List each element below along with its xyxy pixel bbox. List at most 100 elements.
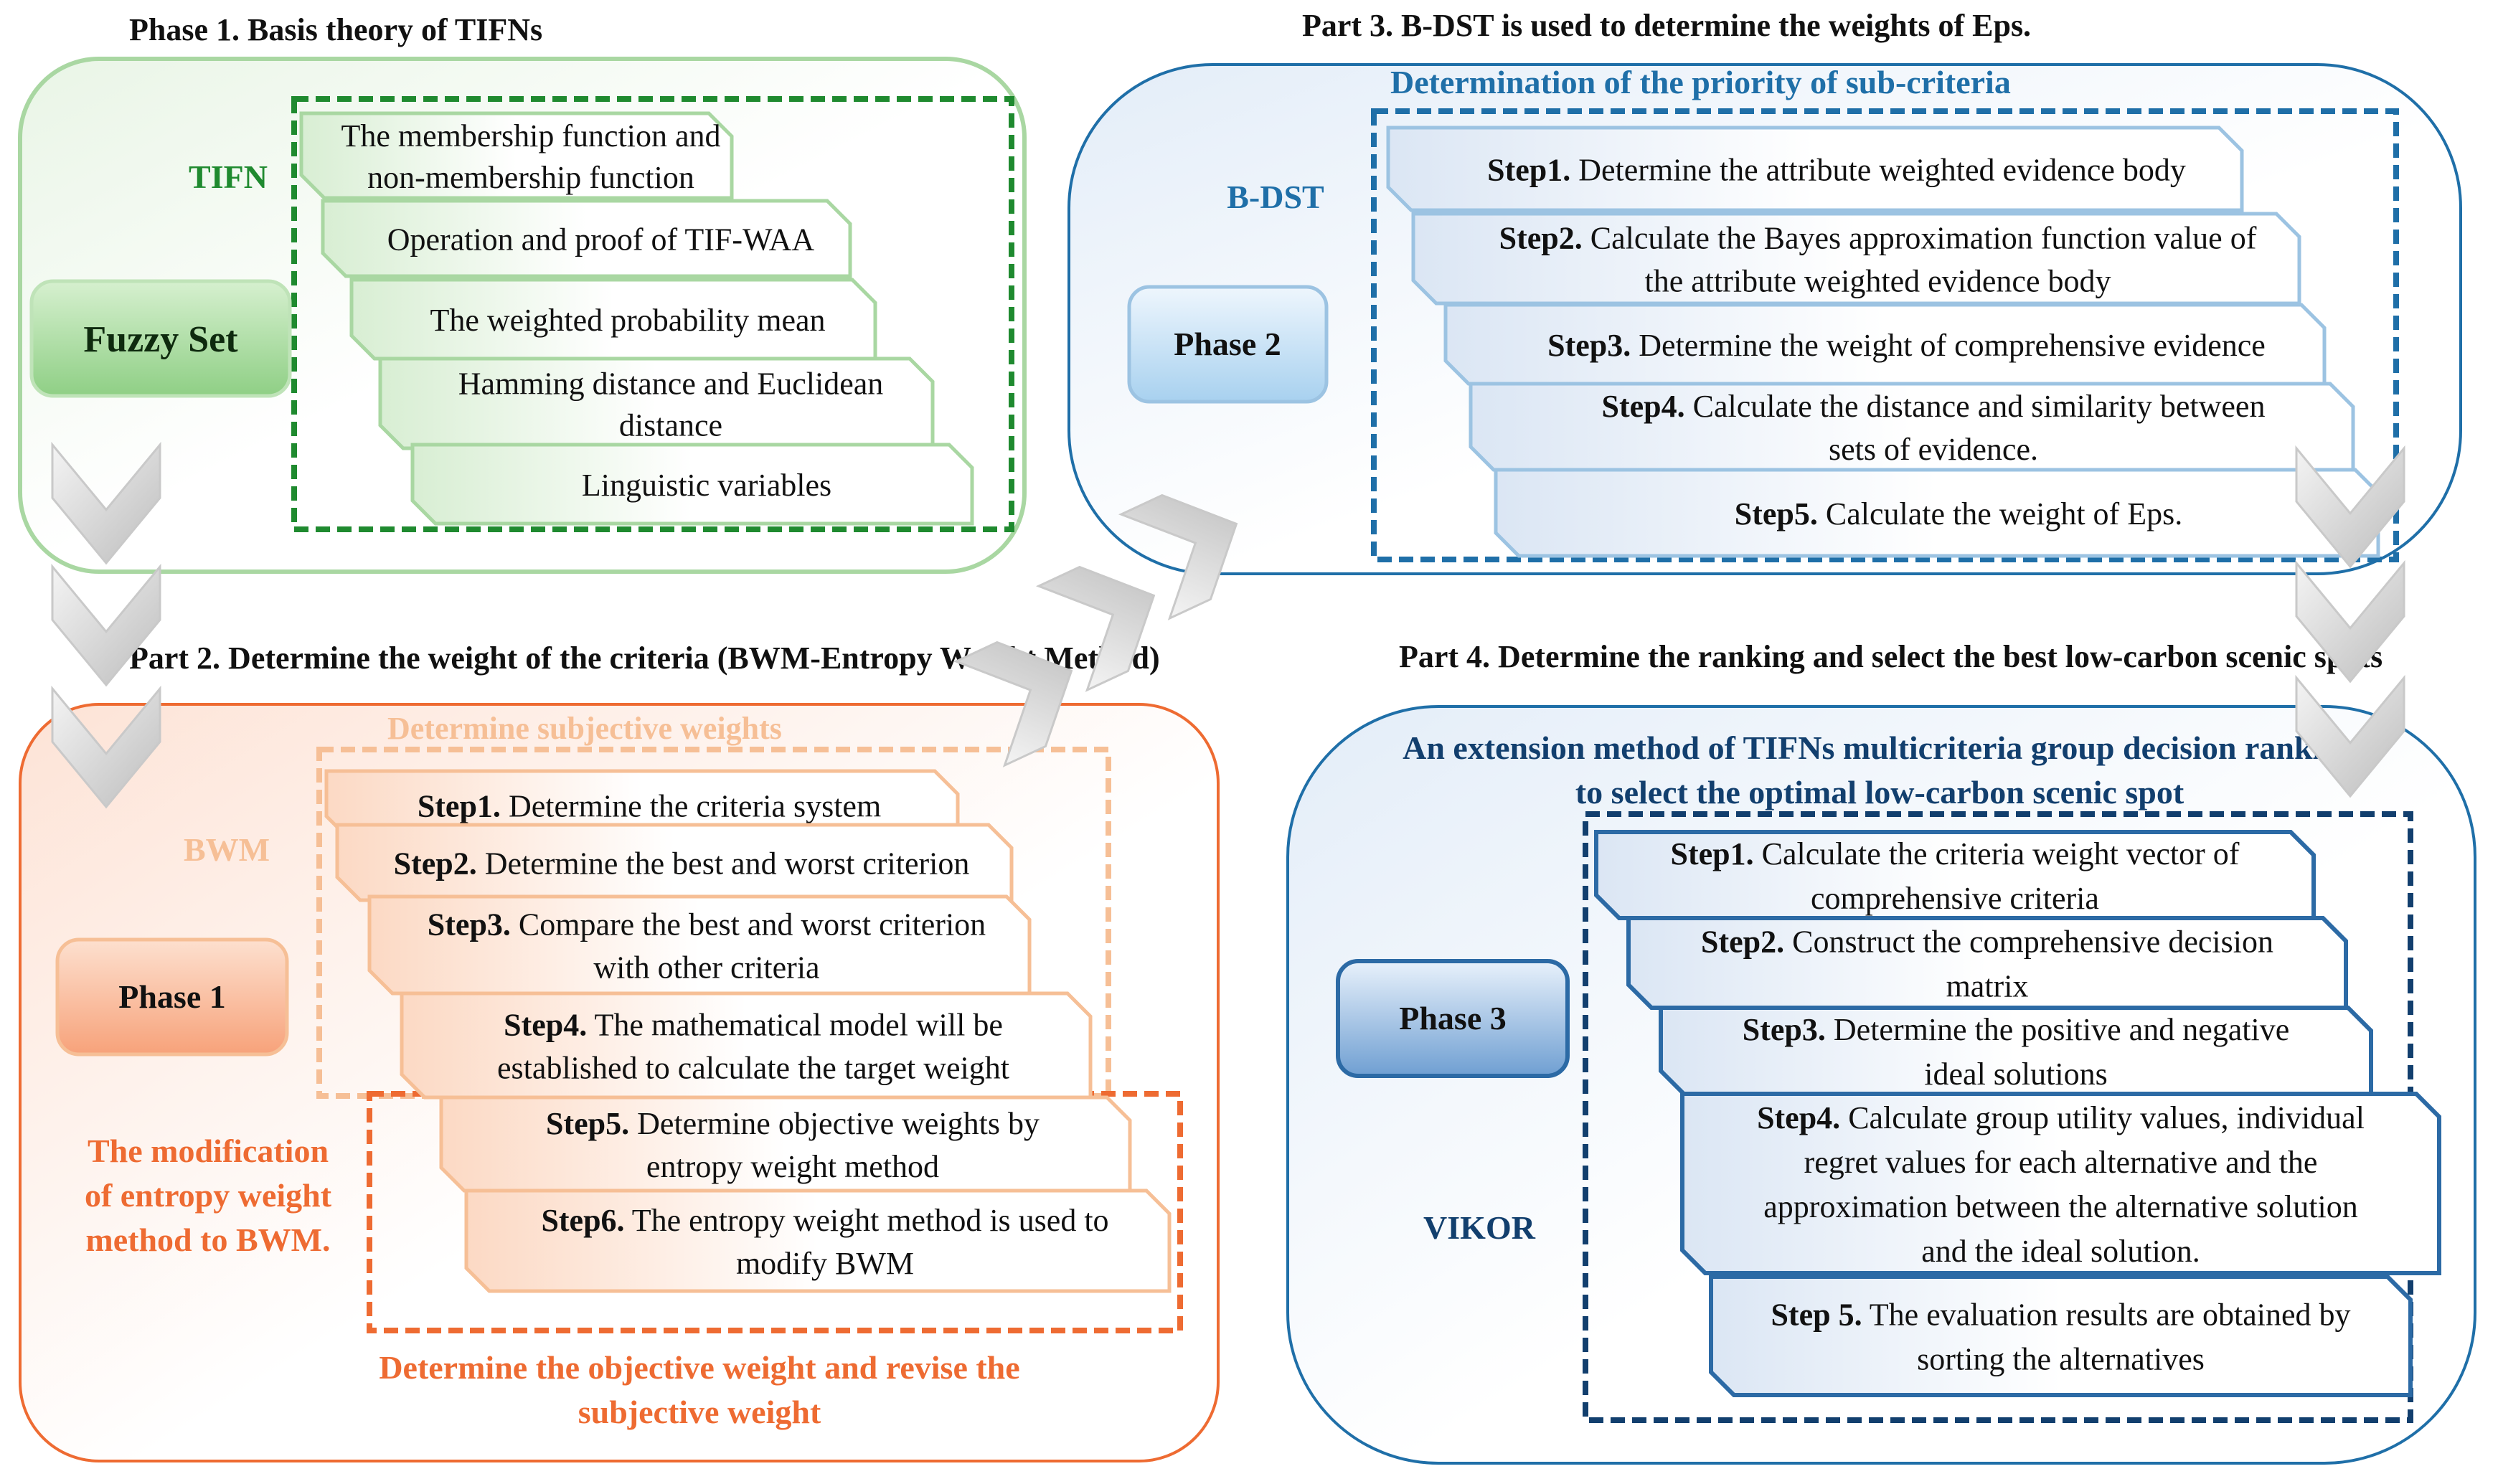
part3-step-text: Determine the attribute weighted evidenc…: [1570, 153, 2186, 188]
part4-step-line: Step3. Determine the positive and negati…: [1743, 1012, 2289, 1047]
part2-step: [464, 1188, 1172, 1293]
part2-step-line: entropy weight method: [646, 1149, 939, 1184]
part3-step-line: the attribute weighted evidence body: [1645, 264, 2111, 299]
part3-step-line: sets of evidence.: [1829, 432, 2038, 467]
part3-step-number: Step1.: [1487, 153, 1570, 188]
part1-item-text: Hamming distance and Euclidean: [458, 367, 884, 402]
chevron-down-icon: [2295, 445, 2405, 569]
part3-step-number: Step3.: [1547, 328, 1631, 363]
part2-step-line: Step3. Compare the best and worst criter…: [428, 907, 986, 942]
part3-step-number: Step5.: [1735, 496, 1818, 531]
part4-step-text: Determine the positive and negative: [1826, 1012, 2289, 1047]
part4-step-line: Step 5. The evaluation results are obtai…: [1771, 1298, 2350, 1333]
part2-step-text: The entropy weight method is used to: [625, 1203, 1109, 1238]
part4-subtitle-line: An extension method of TIFNs multicriter…: [1403, 729, 2357, 766]
modification-label-line: The modification: [88, 1133, 329, 1169]
part3-step-text: Calculate the weight of Eps.: [1818, 496, 2182, 531]
chevron-down-icon: [51, 685, 161, 809]
part3-subtitle: Determination of the priority of sub-cri…: [1390, 64, 2011, 100]
part4-step-text: Calculate the criteria weight vector of: [1754, 836, 2240, 871]
part2-step-line: Step1. Determine the criteria system: [418, 789, 881, 824]
vikor-label: VIKOR: [1423, 1209, 1536, 1246]
part4-step-line: Step1. Calculate the criteria weight vec…: [1671, 836, 2240, 871]
phase1-node[interactable]: [55, 937, 289, 1057]
objective-weight-caption: Determine the objective weight and revis…: [379, 1349, 1019, 1430]
phase3-node[interactable]: [1336, 959, 1570, 1078]
part2-step-list: Step1. Determine the criteria systemStep…: [324, 769, 1172, 1293]
part2-step-text: modify BWM: [736, 1246, 914, 1281]
part4-step-text: approximation between the alternative so…: [1763, 1189, 2357, 1224]
phase3-label: Phase 3: [1399, 1000, 1507, 1036]
part3-step-line: Step2. Calculate the Bayes approximation…: [1499, 221, 2257, 256]
part2-step-text: Determine the best and worst criterion: [477, 846, 970, 882]
part4-step: [1709, 1275, 2413, 1397]
part1-item-text: Operation and proof of TIF-WAA: [387, 222, 815, 257]
part3-title: Part 3. B-DST is used to determine the w…: [1302, 8, 2031, 43]
part4-step-number: Step1.: [1671, 836, 1754, 871]
part2-step-number: Step1.: [418, 789, 501, 824]
part3-step-text: the attribute weighted evidence body: [1645, 264, 2111, 299]
chevron-down-icon: [51, 563, 161, 687]
part3-step-line: Step3. Determine the weight of comprehen…: [1547, 328, 2266, 363]
part4-step-line: Step2. Construct the comprehensive decis…: [1701, 925, 2273, 960]
part3-step-number: Step4.: [1602, 389, 1685, 424]
part4-step-line: comprehensive criteria: [1811, 881, 2099, 916]
part1-item-text: The weighted probability mean: [430, 303, 825, 338]
part4-step: [1680, 1092, 2441, 1275]
part4-step-number: Step 5.: [1771, 1298, 1862, 1333]
part4-step-list: Step1. Calculate the criteria weight vec…: [1594, 830, 2441, 1397]
part4-step-line: Step4. Calculate group utility values, i…: [1757, 1100, 2365, 1135]
part3-dashed-frame: [1371, 108, 2399, 562]
part4-step-text: comprehensive criteria: [1811, 881, 2099, 916]
phase2-label: Phase 2: [1174, 326, 1281, 362]
part2-step-number: Step3.: [428, 907, 511, 942]
part2-step-line: Step5. Determine objective weights by: [546, 1106, 1040, 1141]
fuzzy-set-node[interactable]: [29, 279, 292, 398]
part1-item-line: distance: [619, 408, 722, 443]
part2-step-line: modify BWM: [736, 1246, 914, 1281]
part4-step-line: and the ideal solution.: [1921, 1234, 2200, 1269]
part1-item-line: Linguistic variables: [582, 468, 831, 503]
part4-step-line: ideal solutions: [1924, 1057, 2107, 1092]
part2-step-line: Step6. The entropy weight method is used…: [541, 1203, 1108, 1238]
part1-item-text: The membership function and: [341, 118, 720, 153]
part2-step-text: Determine objective weights by: [629, 1106, 1040, 1141]
part2-step-number: Step4.: [504, 1008, 587, 1043]
part1-item: [321, 199, 852, 278]
part2-step-line: established to calculate the target weig…: [497, 1051, 1009, 1086]
part2-step-text: Determine the criteria system: [501, 789, 881, 824]
part2-step-number: Step6.: [541, 1203, 624, 1238]
objective-caption-line: subjective weight: [578, 1394, 821, 1430]
part1-item-line: Operation and proof of TIF-WAA: [387, 222, 815, 257]
chevron-down-icon: [51, 441, 161, 565]
bdst-label: B-DST: [1227, 179, 1324, 215]
part1-item-line: The membership function and: [341, 118, 720, 153]
part3-step-line: Step4. Calculate the distance and simila…: [1602, 389, 2266, 424]
part2-step-text: The mathematical model will be: [587, 1008, 1003, 1043]
part1-item: [299, 111, 734, 200]
part2-step-line: with other criteria: [593, 950, 819, 986]
part4-step-text: sorting the alternatives: [1917, 1342, 2205, 1377]
part1-item-text: non-membership function: [367, 160, 694, 195]
part3-step-number: Step2.: [1499, 221, 1583, 256]
part2-step-line: Step4. The mathematical model will be: [504, 1008, 1003, 1043]
chevron-down-icon: [2295, 674, 2405, 798]
part1-item-line: non-membership function: [367, 160, 694, 195]
part1-item: [410, 443, 974, 526]
tifn-label: TIFN: [189, 159, 268, 195]
part3-step: [1386, 126, 2244, 212]
part2-step-number: Step5.: [546, 1106, 629, 1141]
phase2-node[interactable]: [1127, 285, 1329, 404]
part3-step: [1494, 468, 2380, 558]
part4-subtitle-line: to select the optimal low-carbon scenic …: [1575, 774, 2184, 810]
fuzzy-set-label: Fuzzy Set: [83, 319, 238, 360]
part2-objective-frame: [367, 1091, 1183, 1333]
flow-arrows: [51, 441, 2405, 809]
chevron-down-icon: [2295, 559, 2405, 684]
part3-step-text: Calculate the distance and similarity be…: [1685, 389, 2266, 424]
part4-step-text: regret values for each alternative and t…: [1804, 1145, 2318, 1180]
part2-subtitle: Determine subjective weights: [387, 711, 782, 746]
part4-step-line: regret values for each alternative and t…: [1804, 1145, 2318, 1180]
